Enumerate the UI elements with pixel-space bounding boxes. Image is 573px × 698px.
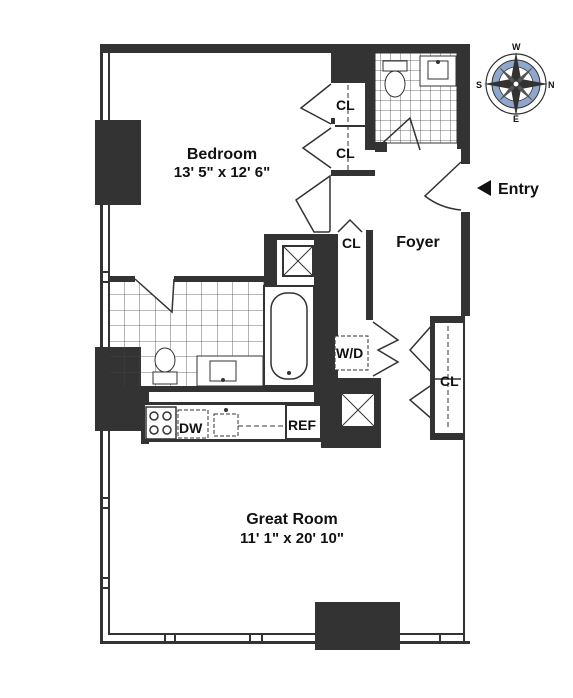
washer-dryer-label: W/D xyxy=(336,345,363,361)
foyer-closet xyxy=(408,323,461,433)
bedroom-name: Bedroom xyxy=(187,146,257,163)
compass-rose-icon xyxy=(484,52,548,116)
structural-columns xyxy=(95,120,400,650)
main-bathroom xyxy=(110,278,315,387)
great-room-name: Great Room xyxy=(246,511,338,528)
refrigerator-label: REF xyxy=(288,417,316,433)
shaft-lower xyxy=(340,392,376,428)
bedroom-dimensions: 13' 5" x 12' 6" xyxy=(174,164,270,181)
compass-south: S xyxy=(476,80,482,90)
window-mullions xyxy=(100,271,441,644)
entry-arrow-icon xyxy=(477,180,491,196)
foyer-name: Foyer xyxy=(396,234,440,251)
bedroom-door-swing xyxy=(295,174,331,233)
entry-door-swing xyxy=(423,161,462,211)
great-room-dimensions: 11' 1" x 20' 10" xyxy=(240,530,344,547)
bedroom-closet-1-label: CL xyxy=(336,97,355,113)
interior-walls xyxy=(110,53,470,448)
foyer-small-closet xyxy=(337,218,366,258)
exterior-walls xyxy=(100,44,470,644)
compass-north: N xyxy=(548,80,555,90)
top-bathroom xyxy=(374,52,458,151)
washer-dryer-closet xyxy=(334,320,400,377)
bedroom-closets xyxy=(299,83,365,170)
shaft-upper xyxy=(282,245,314,277)
entry-label: Entry xyxy=(498,181,539,198)
compass-west: W xyxy=(512,42,521,52)
bedroom-closet-2-label: CL xyxy=(336,145,355,161)
dishwasher-label: DW xyxy=(179,420,203,436)
foyer-small-closet-label: CL xyxy=(342,235,361,251)
foyer-closet-label: CL xyxy=(440,373,459,389)
compass-east: E xyxy=(513,114,519,124)
kitchen xyxy=(145,404,322,440)
